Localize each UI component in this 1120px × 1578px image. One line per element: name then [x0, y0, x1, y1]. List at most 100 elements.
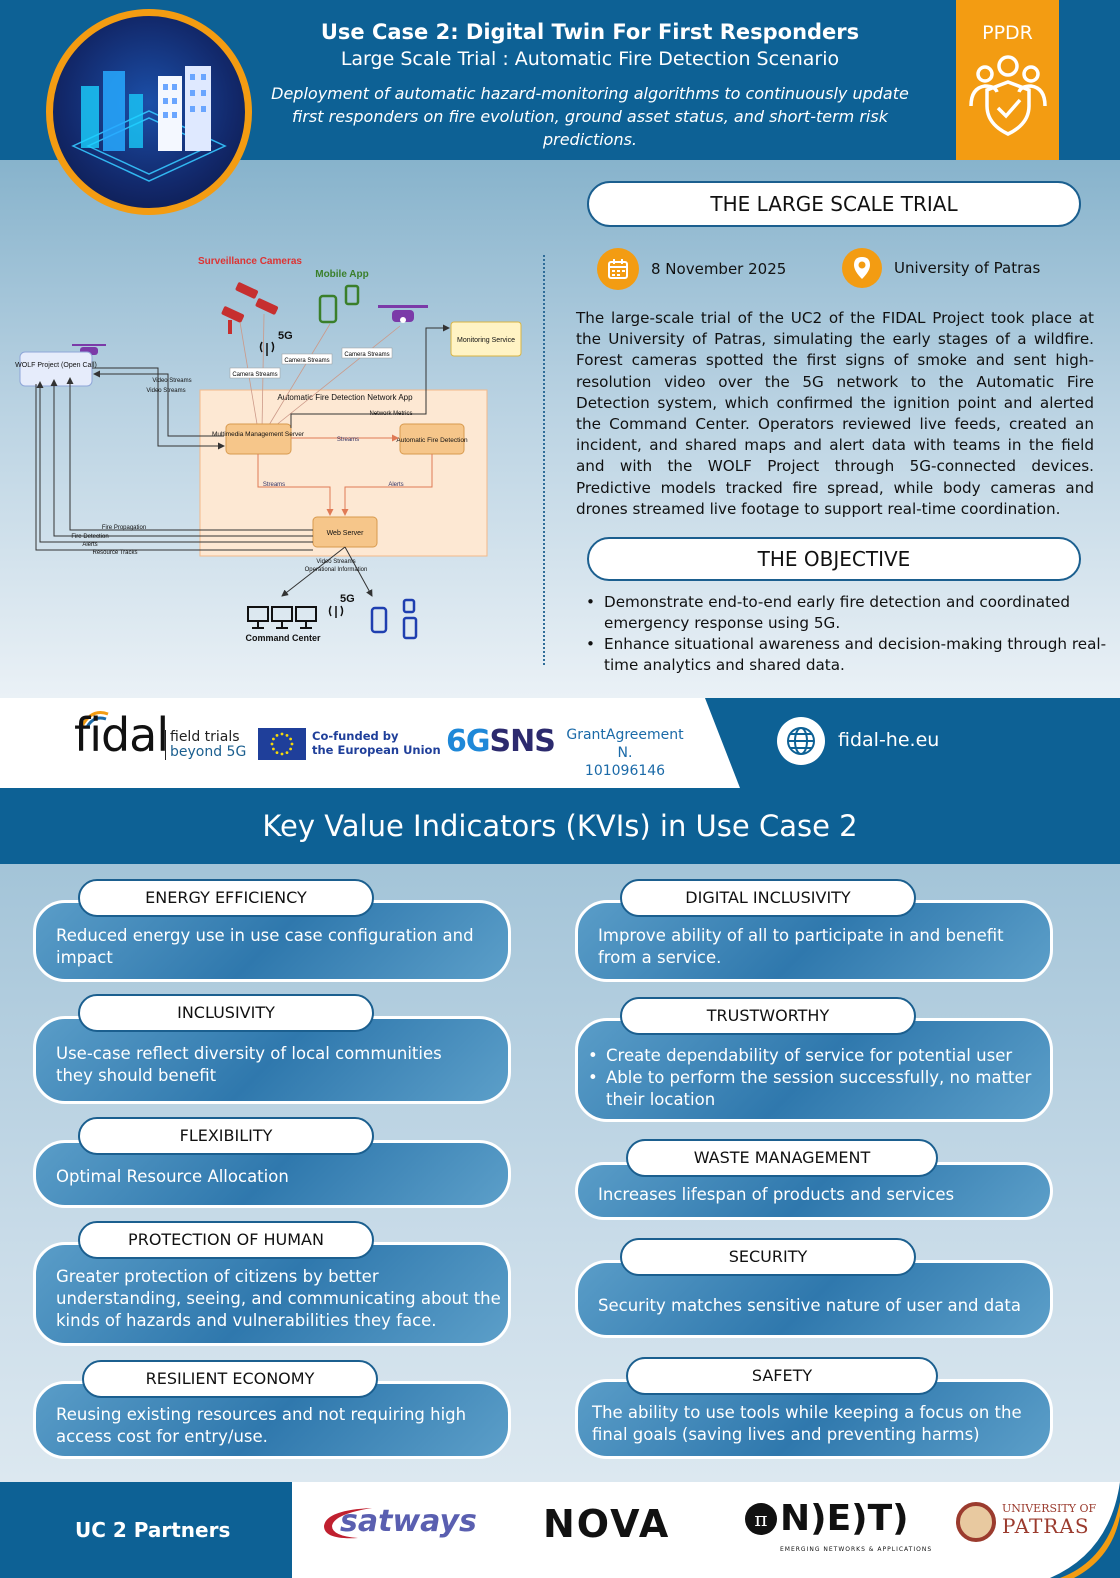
alerts-label-2: Alerts [82, 542, 97, 548]
objective-item: Enhance situational awareness and decisi… [584, 634, 1114, 676]
afd-app-label: Automatic Fire Detection Network App [277, 393, 413, 402]
satways-swoosh-icon [324, 1508, 372, 1539]
kvi-text: Security matches sensitive nature of use… [598, 1296, 1021, 1315]
trial-date: 8 November 2025 [651, 260, 787, 278]
trustworthy-list: Create dependability of service for pote… [582, 1045, 1052, 1111]
kvi-label-resilient: RESILIENT ECONOMY [82, 1360, 378, 1398]
satways-logo: satways [340, 1504, 477, 1539]
fidal-wifi-icon [80, 711, 109, 728]
device-icons [370, 598, 418, 640]
camera-streams-label-3: Camera Streams [344, 352, 389, 358]
section-divider [543, 255, 545, 665]
objective-item: Demonstrate end-to-end early fire detect… [584, 592, 1114, 634]
logo-bar: fidal field trials beyond 5G Co-funded b… [0, 698, 1120, 788]
command-center-label: Command Center [245, 633, 321, 643]
partners-label: UC 2 Partners [0, 1482, 292, 1578]
kvi-card-protection: Greater protection of citizens by better… [33, 1242, 511, 1346]
mobile-app-label: Mobile App [315, 269, 369, 280]
patras-logo: UNIVERSITY OF PATRAS [1002, 1502, 1096, 1537]
digital-city-icon [71, 66, 227, 182]
svg-text:π: π [754, 1507, 767, 1531]
patras-line-2: PATRAS [1002, 1514, 1090, 1538]
fire-propagation-label: Fire Propagation [102, 525, 146, 531]
date-row: 8 November 2025 [597, 248, 786, 290]
kvi-text: Increases lifespan of products and servi… [598, 1185, 955, 1204]
kvi-section: Reduced energy use in use case configura… [0, 864, 1120, 1482]
page-subtitle: Large Scale Trial : Automatic Fire Detec… [340, 48, 840, 70]
patras-line-1: UNIVERSITY OF [1002, 1502, 1097, 1515]
kvi-label-digital: DIGITAL INCLUSIVITY [620, 879, 916, 917]
eu-line-1: Co-funded by [312, 729, 399, 743]
streams-label-2: Streams [263, 482, 285, 488]
corner-swoosh-decoration [1050, 1482, 1120, 1578]
ppdr-badge: PPDR [956, 0, 1059, 160]
location-row: University of Patras [842, 248, 1040, 288]
kvi-text: Use-case reflect diversity of local comm… [56, 1044, 442, 1085]
streams-label: Streams [337, 437, 359, 443]
page-description: Deployment of automatic hazard-monitorin… [271, 84, 909, 149]
camera-icon [221, 282, 279, 334]
trustworthy-item: Create dependability of service for pote… [582, 1045, 1052, 1067]
location-pin-icon [842, 248, 882, 288]
video-streams-label-2: Video Streams [146, 388, 185, 394]
kvi-label-waste: WASTE MANAGEMENT [626, 1139, 938, 1177]
kvi-text: Improve ability of all to participate in… [598, 926, 1004, 967]
kvi-label-safety: SAFETY [626, 1357, 938, 1395]
web-server-label: Web Server [327, 530, 364, 537]
grant-number: 101096146 [584, 763, 666, 779]
fidal-tagline-2: beyond 5G [170, 744, 247, 760]
surveillance-label: Surveillance Cameras [198, 256, 302, 267]
antenna-icon [259, 341, 275, 356]
sns-logo: 6GSNS [446, 724, 556, 759]
fire-detection-label: Fire Detection [71, 534, 108, 540]
trial-title: THE LARGE SCALE TRIAL [587, 181, 1081, 227]
kvi-card-trustworthy: Create dependability of service for pote… [575, 1018, 1053, 1122]
afd-label: Automatic Fire Detection [396, 437, 468, 444]
monitoring-label: Monitoring Service [457, 337, 515, 344]
header-titles: Use Case 2: Digital Twin For First Respo… [270, 20, 910, 151]
wolf-box [19, 351, 93, 387]
users-shield-icon [968, 55, 1047, 136]
video-streams-label-3: Video Streams [316, 559, 355, 565]
network-metrics-label: Network Metrics [369, 411, 412, 417]
fidal-logo: fidal [74, 708, 169, 762]
grant-agreement: GrantAgreement N. 101096146 [560, 726, 690, 780]
fidal-tagline-1: field trials [170, 729, 240, 745]
nova-logo: NOVA [543, 1502, 671, 1546]
fiveg-label: 5G [278, 330, 293, 342]
fidal-tagline: field trials beyond 5G [165, 730, 246, 760]
mms-label: Multimedia Management Server [212, 431, 305, 438]
video-streams-label: Video Streams [152, 378, 191, 384]
pi-icon: π [745, 1503, 777, 1535]
architecture-diagram: Automatic Fire Detection Network App Sur… [15, 256, 522, 643]
objective-title: THE OBJECTIVE [587, 537, 1081, 581]
alerts-label: Alerts [388, 482, 403, 488]
calendar-icon [597, 248, 639, 290]
kvi-label-energy: ENERGY EFFICIENCY [78, 879, 374, 917]
eu-cofunded: Co-funded by the European Union [312, 729, 441, 757]
globe-icon[interactable] [777, 717, 825, 765]
operational-info-label: Operational Information [305, 567, 368, 573]
resource-tracks-label: Resource Tracks [92, 550, 137, 556]
kvi-label-protection: PROTECTION OF HUMAN [78, 1221, 374, 1259]
wolf-label: WOLF Project (Open Call) [15, 362, 97, 369]
kvi-text: Greater protection of citizens by better… [56, 1267, 501, 1330]
kvi-text: Optimal Resource Allocation [56, 1167, 289, 1186]
camera-streams-label-2: Camera Streams [284, 358, 329, 364]
kvi-text: Reduced energy use in use case configura… [56, 926, 474, 967]
kvi-text: The ability to use tools while keeping a… [592, 1403, 1022, 1444]
sns-word: SNS [489, 724, 556, 759]
kvi-text: Reusing existing resources and not requi… [56, 1405, 467, 1446]
sns-six: 6G [446, 724, 490, 759]
monitor-icons [247, 606, 317, 629]
ppdr-label: PPDR [982, 22, 1033, 44]
trial-description: The large-scale trial of the UC2 of the … [576, 309, 1094, 518]
website-link[interactable]: fidal-he.eu [838, 729, 940, 751]
trial-section: Automatic Fire Detection Network App Sur… [0, 160, 1120, 698]
grant-line-1: GrantAgreement N. [566, 727, 684, 761]
trustworthy-item: Able to perform the session successfully… [582, 1067, 1052, 1111]
kvi-label-flexibility: FLEXIBILITY [78, 1117, 374, 1155]
fiveg-label-2: 5G [340, 593, 355, 605]
kvi-heading: Key Value Indicators (KVIs) in Use Case … [0, 788, 1120, 864]
patras-seal-icon [956, 1502, 996, 1542]
